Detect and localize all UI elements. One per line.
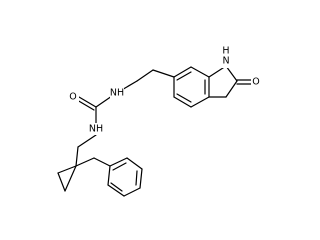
bond-ch2-ch2 [136,69,154,82]
cyclopropane-ring [57,165,77,192]
atom-labels: N H O NH O NH [69,46,261,135]
label-bg-oxo [251,76,261,88]
double-bond-inner-3 [176,93,192,103]
oxindole-h-label: H [222,46,229,57]
bond-nh-ch2-lower [77,134,97,148]
label-bg-nh-upper [110,87,124,99]
bond-ring-1 [173,66,192,78]
bond-cp-3 [64,165,77,192]
bond-c2-c3 [225,80,238,98]
bond-ring-5 [173,96,192,108]
label-bg-urea-o [69,91,79,103]
phenyl-double-1 [112,162,127,171]
bond-ph-6 [107,184,125,197]
bond-ph-5 [123,187,141,197]
oxindole-oxo-label: O [252,77,259,88]
bond-ring-2 [190,66,210,78]
phenyl-ring [75,157,143,197]
label-bg-n [221,56,231,68]
phenyl-double-2 [135,170,138,186]
oxindole-lactam-ring [208,65,252,98]
bond-ring-ch2 [152,69,175,78]
bond-carbonyl-o-1 [78,96,97,108]
bond-n1-c2 [225,65,238,82]
bond-ph-4 [139,168,143,189]
bond-nh-carbonyl [95,95,113,108]
methylene-linker-upper [119,69,175,92]
bond-cp-1 [57,165,77,174]
bond-ph-2 [109,157,128,167]
oxindole-benzene-ring [173,66,210,108]
amide-nh-lower-label: NH [89,124,103,135]
urea-o-label: O [69,92,76,103]
double-bond-inner-1 [176,71,192,81]
molecule-canvas: N H O NH O NH [57,45,261,197]
bond-ring-4 [190,96,210,108]
bond-cp-2 [57,172,66,192]
bond-cp-phenyl [75,157,95,167]
amide-nh-upper-label: NH [110,88,124,99]
bond-carbonyl-o-2 [76,99,95,111]
urea-core [76,95,113,126]
bond-ph-7 [107,165,111,186]
label-bg-nh-lower [89,123,103,135]
oxindole-n-label: N [222,56,229,67]
methylene-linker-lower [75,134,97,167]
molecule-structure: N H O NH O NH [57,46,261,197]
bond-ph-1 [93,157,111,167]
bond-ph-3 [126,157,143,170]
phenyl-double-3 [110,182,123,192]
bond-ch2-cyclopropyl [75,146,79,167]
